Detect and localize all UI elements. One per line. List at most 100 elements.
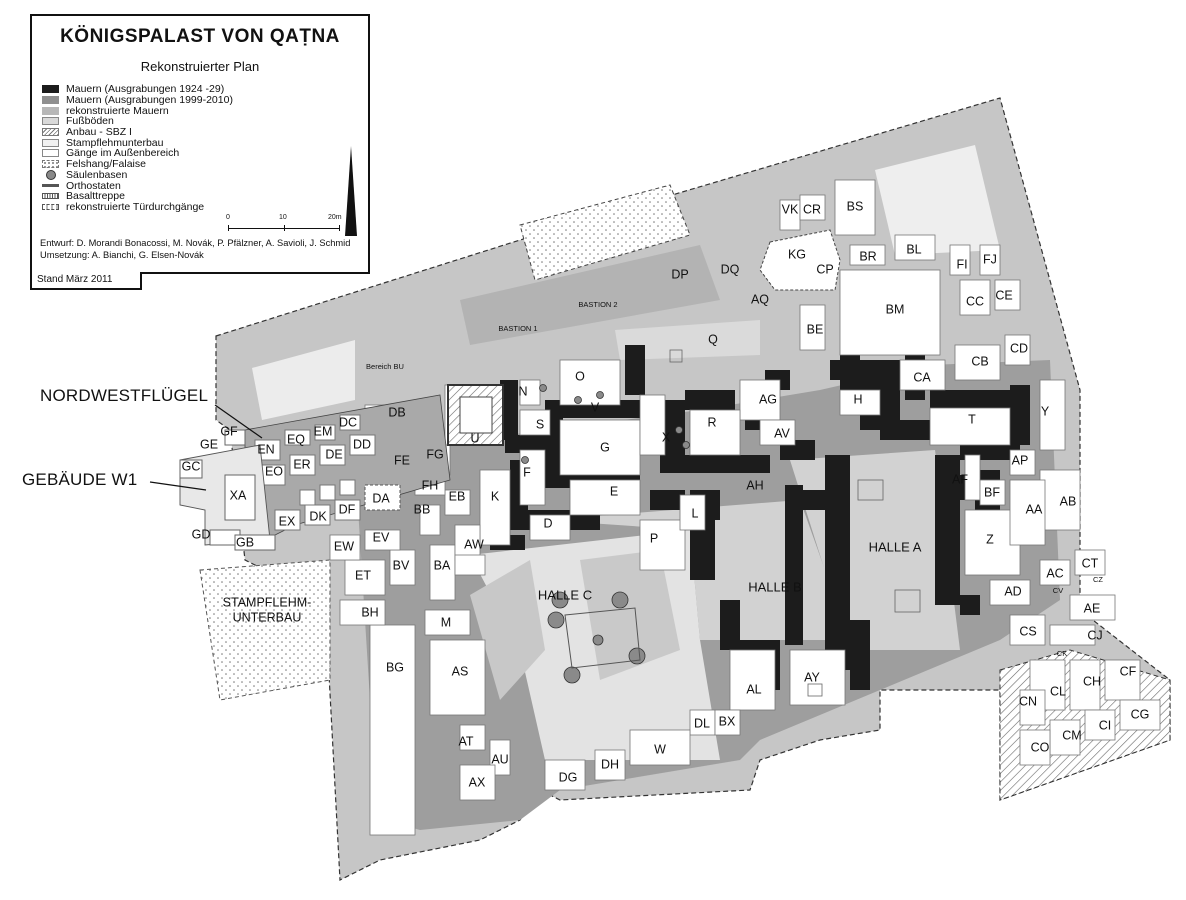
room-label: CH: [1083, 674, 1101, 688]
room-label: DL: [694, 716, 710, 730]
swatch-icon: [42, 106, 59, 115]
room-label: CS: [1019, 624, 1036, 638]
room-label: CD: [1010, 341, 1028, 355]
room-label: CJ: [1087, 628, 1102, 642]
area-label: BASTION 2: [578, 300, 617, 309]
room-label: DF: [339, 502, 356, 516]
room-label: DQ: [721, 262, 740, 276]
room-label: FJ: [983, 252, 997, 266]
room-label: CK: [1057, 649, 1067, 658]
room-label: VK: [782, 202, 799, 216]
room-label: CI: [1099, 718, 1112, 732]
legend-item: Felshang/Falaise: [42, 159, 233, 170]
room-label: CL: [1050, 684, 1066, 698]
room-label: CF: [1120, 664, 1137, 678]
room-label: EX: [279, 514, 296, 528]
room-label: BR: [859, 249, 876, 263]
area-label: Bereich BU: [366, 362, 404, 371]
legend-item: Stampflehmunterbau: [42, 137, 233, 148]
room-label: EM: [314, 424, 333, 438]
room-label: R: [707, 415, 716, 429]
room-label: Q: [708, 332, 718, 346]
room-label: AD: [1004, 584, 1021, 598]
room-label: BX: [719, 714, 736, 728]
room-label: L: [692, 506, 699, 520]
room-label: EB: [449, 489, 466, 503]
room-label: AE: [1084, 601, 1101, 615]
room-label: GE: [200, 437, 218, 451]
room-label: BV: [393, 558, 410, 572]
room-label: T: [968, 412, 976, 426]
legend-item: Gänge im Außenbereich: [42, 148, 233, 159]
room-label: FI: [956, 257, 967, 271]
pointer-lines: [149, 404, 263, 491]
room-label: ET: [355, 568, 371, 582]
room-label: AV: [774, 426, 790, 440]
room-label: G: [600, 440, 610, 454]
swatch-icon: [42, 193, 59, 200]
room-label: DH: [601, 757, 619, 771]
swatch-icon: [42, 160, 59, 169]
room-label: CT: [1082, 556, 1099, 570]
room-label: FH: [422, 478, 439, 492]
room-label: CR: [803, 202, 821, 216]
legend-item: Mauern (Ausgrabungen 1999-2010): [42, 95, 233, 106]
room-label: DA: [372, 491, 390, 505]
room-label: O: [575, 369, 585, 383]
room-label: DC: [339, 415, 357, 429]
room-label: AC: [1046, 566, 1063, 580]
swatch-icon: [42, 149, 59, 158]
room-label: BS: [847, 199, 864, 213]
room-label: N: [518, 384, 527, 398]
room-label: AQ: [751, 292, 769, 306]
area-label: HALLE B: [748, 579, 801, 594]
legend-item: rekonstruierte Mauern: [42, 105, 233, 116]
legend-credits: Entwurf: D. Morandi Bonacossi, M. Novák,…: [40, 238, 351, 260]
room-label: DP: [671, 267, 688, 281]
room-label: K: [491, 489, 500, 503]
room-label: EN: [257, 442, 274, 456]
room-label: KG: [788, 247, 806, 261]
room-label: FE: [394, 453, 410, 467]
room-label: CO: [1031, 740, 1050, 754]
area-label: STAMPFLEHM-: [223, 595, 312, 609]
legend-title: KÖNIGSPALAST VON QAṬNA: [60, 26, 340, 47]
area-label: UNTERBAU: [233, 610, 302, 624]
legend-item: Fußböden: [42, 116, 233, 127]
legend-item: rekonstruierte Türdurchgänge: [42, 202, 233, 213]
room-label: DB: [388, 405, 405, 419]
room-label: CC: [966, 294, 984, 308]
column-base-icon: [46, 169, 56, 180]
room-kg-structure: [759, 229, 841, 291]
area-label: BASTION 1: [498, 324, 537, 333]
legend-subtitle: Rekonstruierter Plan: [140, 59, 260, 74]
room-label: GF: [220, 424, 238, 438]
room-u-structure: [447, 384, 504, 446]
room-label: EO: [265, 464, 283, 478]
building-w1: [179, 429, 276, 551]
room-label: EQ: [287, 432, 305, 446]
room-label: CE: [995, 288, 1012, 302]
halle-a-squares: [669, 349, 921, 697]
area-label: HALLE A: [869, 539, 922, 554]
room-label: CB: [971, 354, 988, 368]
room-label: AY: [804, 670, 820, 684]
room-label: BL: [906, 242, 921, 256]
room-label: CP: [816, 262, 833, 276]
room-label: D: [543, 516, 552, 530]
room-label: DD: [353, 437, 371, 451]
room-label: CG: [1131, 707, 1150, 721]
swatch-icon: [42, 184, 59, 188]
room-label: DG: [559, 770, 578, 784]
room-label: BE: [807, 322, 824, 336]
legend-item: Säulenbasen: [42, 170, 233, 181]
room-label: ER: [293, 457, 310, 471]
room-label: EV: [373, 530, 390, 544]
room-label: FG: [426, 447, 443, 461]
legend-item: Mauern (Ausgrabungen 1924 -29): [42, 84, 233, 95]
scale-label: 0: [226, 214, 230, 221]
room-label: AW: [464, 537, 484, 551]
room-label: Z: [986, 532, 994, 546]
room-label: BB: [414, 502, 431, 516]
room-label: DE: [325, 447, 342, 461]
